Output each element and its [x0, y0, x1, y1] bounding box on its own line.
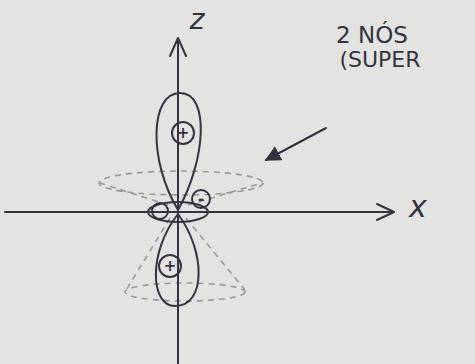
sign-label: +	[164, 259, 177, 274]
x-arrowhead	[377, 204, 394, 220]
note-text: (SUPER	[339, 49, 420, 71]
note-text: 2 NÓS	[336, 24, 408, 47]
sign-circle	[192, 190, 210, 208]
nodal-cones	[99, 171, 263, 301]
sign-label: +	[177, 126, 190, 141]
sign-label: -	[198, 192, 204, 207]
x-axis	[5, 211, 392, 213]
sign-circle	[159, 255, 181, 277]
torus-loop	[152, 203, 168, 219]
pointer-arrow	[266, 128, 326, 160]
z-arrowhead	[170, 38, 186, 56]
axis-label: z	[190, 6, 205, 34]
sign-circle	[172, 122, 194, 144]
axis-label: x	[409, 192, 427, 222]
lower-lobe	[156, 214, 199, 306]
